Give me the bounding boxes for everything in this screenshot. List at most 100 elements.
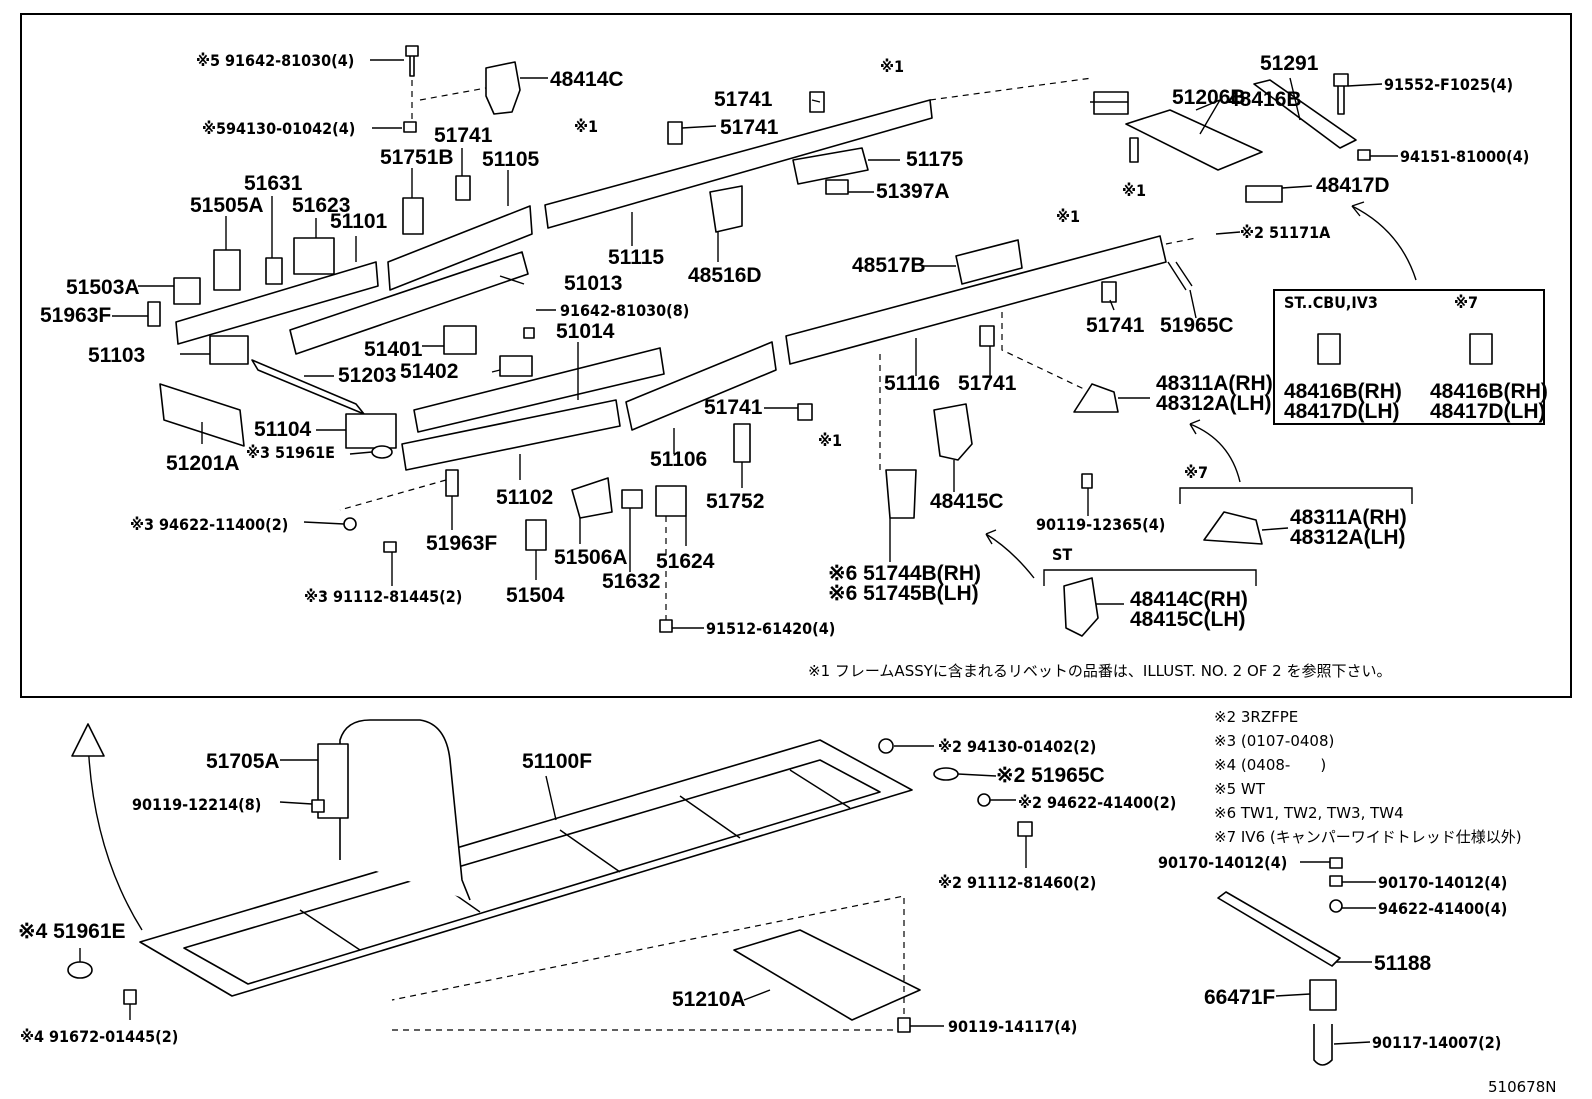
label-inset-a1[interactable]: 48416B(RH) <box>1430 380 1548 403</box>
label-51631[interactable]: 51631 <box>244 172 303 195</box>
label-48312a[interactable]: 48312A(LH) <box>1156 392 1272 415</box>
label-48416b[interactable]: 48416B <box>1228 88 1302 111</box>
label-94151[interactable]: 94151-81000(4) <box>1400 147 1529 166</box>
bracket-51741f-shape <box>797 403 813 421</box>
label-51963f-a[interactable]: 51963F <box>40 304 111 327</box>
label-51741a[interactable]: 51741 <box>714 88 773 111</box>
label-51965c[interactable]: 51965C <box>1160 314 1234 337</box>
label-s5-nut[interactable]: ※594130-01042(4) <box>202 119 355 138</box>
label-48414c[interactable]: 48414C <box>550 68 624 91</box>
bolt-90119-12214-shape <box>311 799 325 813</box>
label-51402[interactable]: 51402 <box>400 360 458 383</box>
label-51397a[interactable]: 51397A <box>876 180 950 203</box>
label-48311a[interactable]: 48311A(RH) <box>1156 372 1273 395</box>
label-51102[interactable]: 51102 <box>496 486 553 509</box>
label-51963f-b[interactable]: 51963F <box>426 532 497 555</box>
rail-51101-shape <box>175 261 379 345</box>
label-51505a[interactable]: 51505A <box>190 194 264 217</box>
label-48415c[interactable]: 48415C <box>930 490 1004 513</box>
label-91552[interactable]: 91552-F1025(4) <box>1384 75 1513 94</box>
part-51397a-shape <box>825 179 849 195</box>
nut-94151-shape <box>1357 149 1371 161</box>
bolt-90119-14117-shape <box>897 1017 911 1033</box>
label-inset-b2[interactable]: 48417D(LH) <box>1430 400 1546 423</box>
label-51014[interactable]: 51014 <box>556 320 615 343</box>
part-48415c-shape <box>933 403 973 461</box>
label-51741e[interactable]: 51741 <box>958 372 1017 395</box>
arrow-st <box>985 529 1035 579</box>
label-s2-91112[interactable]: ※2 91112-81460(2) <box>938 873 1096 892</box>
label-66471f[interactable]: 66471F <box>1204 986 1275 1009</box>
crossmember-51206b-shape <box>1125 109 1263 171</box>
label-51115[interactable]: 51115 <box>608 246 664 269</box>
label-51624[interactable]: 51624 <box>656 550 715 573</box>
label-51116[interactable]: 51116 <box>884 372 940 395</box>
label-51751b[interactable]: 51751B <box>380 146 454 169</box>
label-48414c-rh[interactable]: 48414C(RH) <box>1130 588 1248 611</box>
label-51210a[interactable]: 51210A <box>672 988 746 1011</box>
label-s3-91112[interactable]: ※3 91112-81445(2) <box>304 587 462 606</box>
label-s2-94130[interactable]: ※2 94130-01402(2) <box>938 737 1096 756</box>
label-51106[interactable]: 51106 <box>650 448 707 471</box>
label-51201a[interactable]: 51201A <box>166 452 240 475</box>
label-51103[interactable]: 51103 <box>88 344 145 367</box>
label-s3-94622[interactable]: ※3 94622-11400(2) <box>130 515 288 534</box>
label-s4-91672[interactable]: ※4 91672-01445(2) <box>20 1027 178 1046</box>
label-inset-a2[interactable]: 48417D(LH) <box>1284 400 1400 423</box>
label-51632[interactable]: 51632 <box>602 570 660 593</box>
label-s6-51745b[interactable]: ※6 51745B(LH) <box>828 582 979 605</box>
label-90119-12214[interactable]: 90119-12214(8) <box>132 795 261 814</box>
label-51401[interactable]: 51401 <box>364 338 423 361</box>
label-91642-8[interactable]: 91642-81030(8) <box>560 301 689 320</box>
label-s4-51961e[interactable]: ※4 51961E <box>18 920 126 943</box>
label-94622-41400[interactable]: 94622-41400(4) <box>1378 899 1507 918</box>
label-48516d[interactable]: 48516D <box>688 264 762 287</box>
label-s2-51171a[interactable]: ※2 51171A <box>1240 223 1331 242</box>
label-51741b[interactable]: 51741 <box>720 116 779 139</box>
label-51175[interactable]: 51175 <box>906 148 964 171</box>
label-51206b[interactable]: 51206B <box>1172 86 1246 109</box>
label-51503a[interactable]: 51503A <box>66 276 140 299</box>
note-s2: ※2 3RZFPE <box>1214 708 1298 726</box>
label-51506a[interactable]: 51506A <box>554 546 628 569</box>
label-51752[interactable]: 51752 <box>706 490 764 513</box>
label-51188[interactable]: 51188 <box>1374 952 1432 975</box>
part-51632-shape <box>621 489 643 509</box>
label-s5-bolt[interactable]: ※5 91642-81030(4) <box>196 51 354 70</box>
label-inset-b1[interactable]: 48416B(RH) <box>1284 380 1402 403</box>
bracket-51741d-shape <box>1101 281 1117 303</box>
label-51741d[interactable]: 51741 <box>1086 314 1145 337</box>
label-90117[interactable]: 90117-14007(2) <box>1372 1033 1501 1052</box>
label-90170-a[interactable]: 90170-14012(4) <box>1158 853 1287 872</box>
label-48312a-b[interactable]: 48312A(LH) <box>1290 526 1406 549</box>
label-51623[interactable]: 51623 <box>292 194 350 217</box>
label-s3-51961e[interactable]: ※3 51961E <box>246 443 335 462</box>
part-51503a-shape <box>173 277 201 305</box>
label-90170-b[interactable]: 90170-14012(4) <box>1378 873 1507 892</box>
label-51013[interactable]: 51013 <box>564 272 622 295</box>
label-s2-51965c[interactable]: ※2 51965C <box>996 764 1105 787</box>
label-51291[interactable]: 51291 <box>1260 52 1319 75</box>
label-s2-94622[interactable]: ※2 94622-41400(2) <box>1018 793 1176 812</box>
label-51104[interactable]: 51104 <box>254 418 312 441</box>
leader-lines <box>79 59 1398 1045</box>
label-51101[interactable]: 51101 <box>330 210 388 233</box>
label-48415c-lh[interactable]: 48415C(LH) <box>1130 608 1246 631</box>
label-48517b[interactable]: 48517B <box>852 254 926 277</box>
label-48417d[interactable]: 48417D <box>1316 174 1390 197</box>
label-90119-12365[interactable]: 90119-12365(4) <box>1036 515 1165 534</box>
label-90119-14117[interactable]: 90119-14117(4) <box>948 1017 1077 1036</box>
label-51203[interactable]: 51203 <box>338 364 396 387</box>
label-51741c[interactable]: 51741 <box>434 124 493 147</box>
label-48311a-b[interactable]: 48311A(RH) <box>1290 506 1407 529</box>
label-51504[interactable]: 51504 <box>506 584 565 607</box>
label-s6-51744b[interactable]: ※6 51744B(RH) <box>828 562 981 585</box>
label-51705a[interactable]: 51705A <box>206 750 280 773</box>
label-91512[interactable]: 91512-61420(4) <box>706 619 835 638</box>
label-51741f[interactable]: 51741 <box>704 396 763 419</box>
label-51100f[interactable]: 51100F <box>522 750 592 773</box>
rail-51105-shape <box>387 205 533 291</box>
part-51965c-shape <box>1167 261 1193 291</box>
label-51105[interactable]: 51105 <box>482 148 540 171</box>
